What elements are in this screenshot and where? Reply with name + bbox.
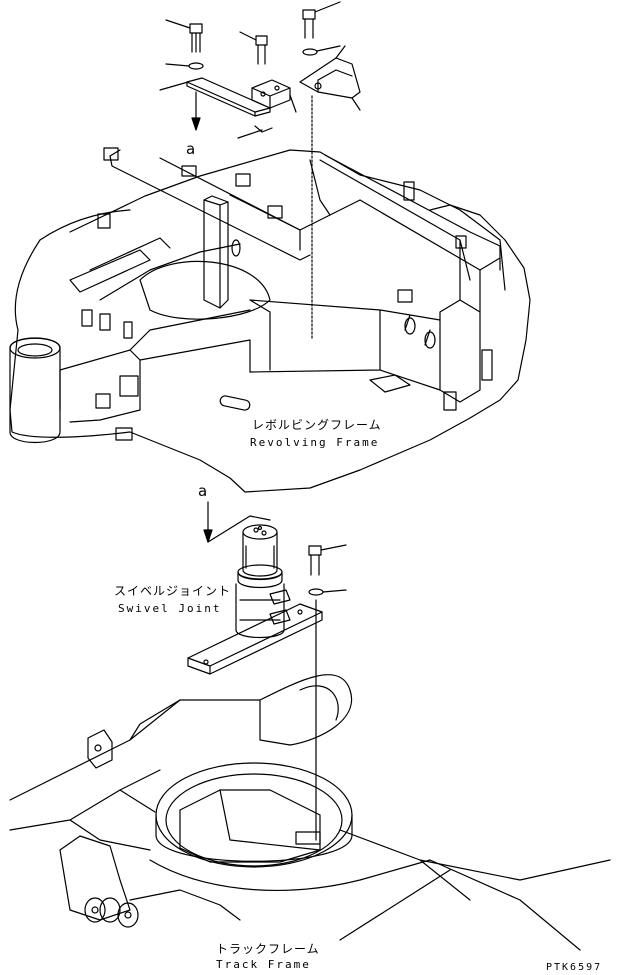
bolt-right-top (302, 1, 341, 39)
lock-plate (159, 77, 273, 139)
bolt-middle (239, 31, 268, 65)
track-frame-label-jp: トラックフレーム (216, 942, 320, 956)
reference-a-middle: a (198, 482, 208, 500)
revolving-frame (9, 147, 531, 493)
bolt-left (165, 19, 203, 53)
top-hardware-group (159, 1, 361, 341)
revolving-frame-label-jp: レボルビングフレーム (252, 418, 382, 432)
drawing-code: PTK6597 (546, 962, 603, 973)
track-frame-label-en: Track Frame (216, 958, 311, 971)
swivel-joint-label-en: Swivel Joint (118, 602, 222, 615)
swivel-joint (187, 501, 347, 841)
track-frame (9, 674, 611, 951)
bracket (299, 45, 361, 111)
stopper-block (251, 79, 297, 113)
swivel-joint-label-jp: スイベルジョイント (114, 584, 232, 598)
revolving-frame-label-en: Revolving Frame (250, 436, 380, 449)
reference-a-top: a (186, 140, 196, 158)
leader-track-frame (339, 869, 451, 941)
washer-right (302, 48, 318, 56)
washer-left (188, 62, 204, 70)
